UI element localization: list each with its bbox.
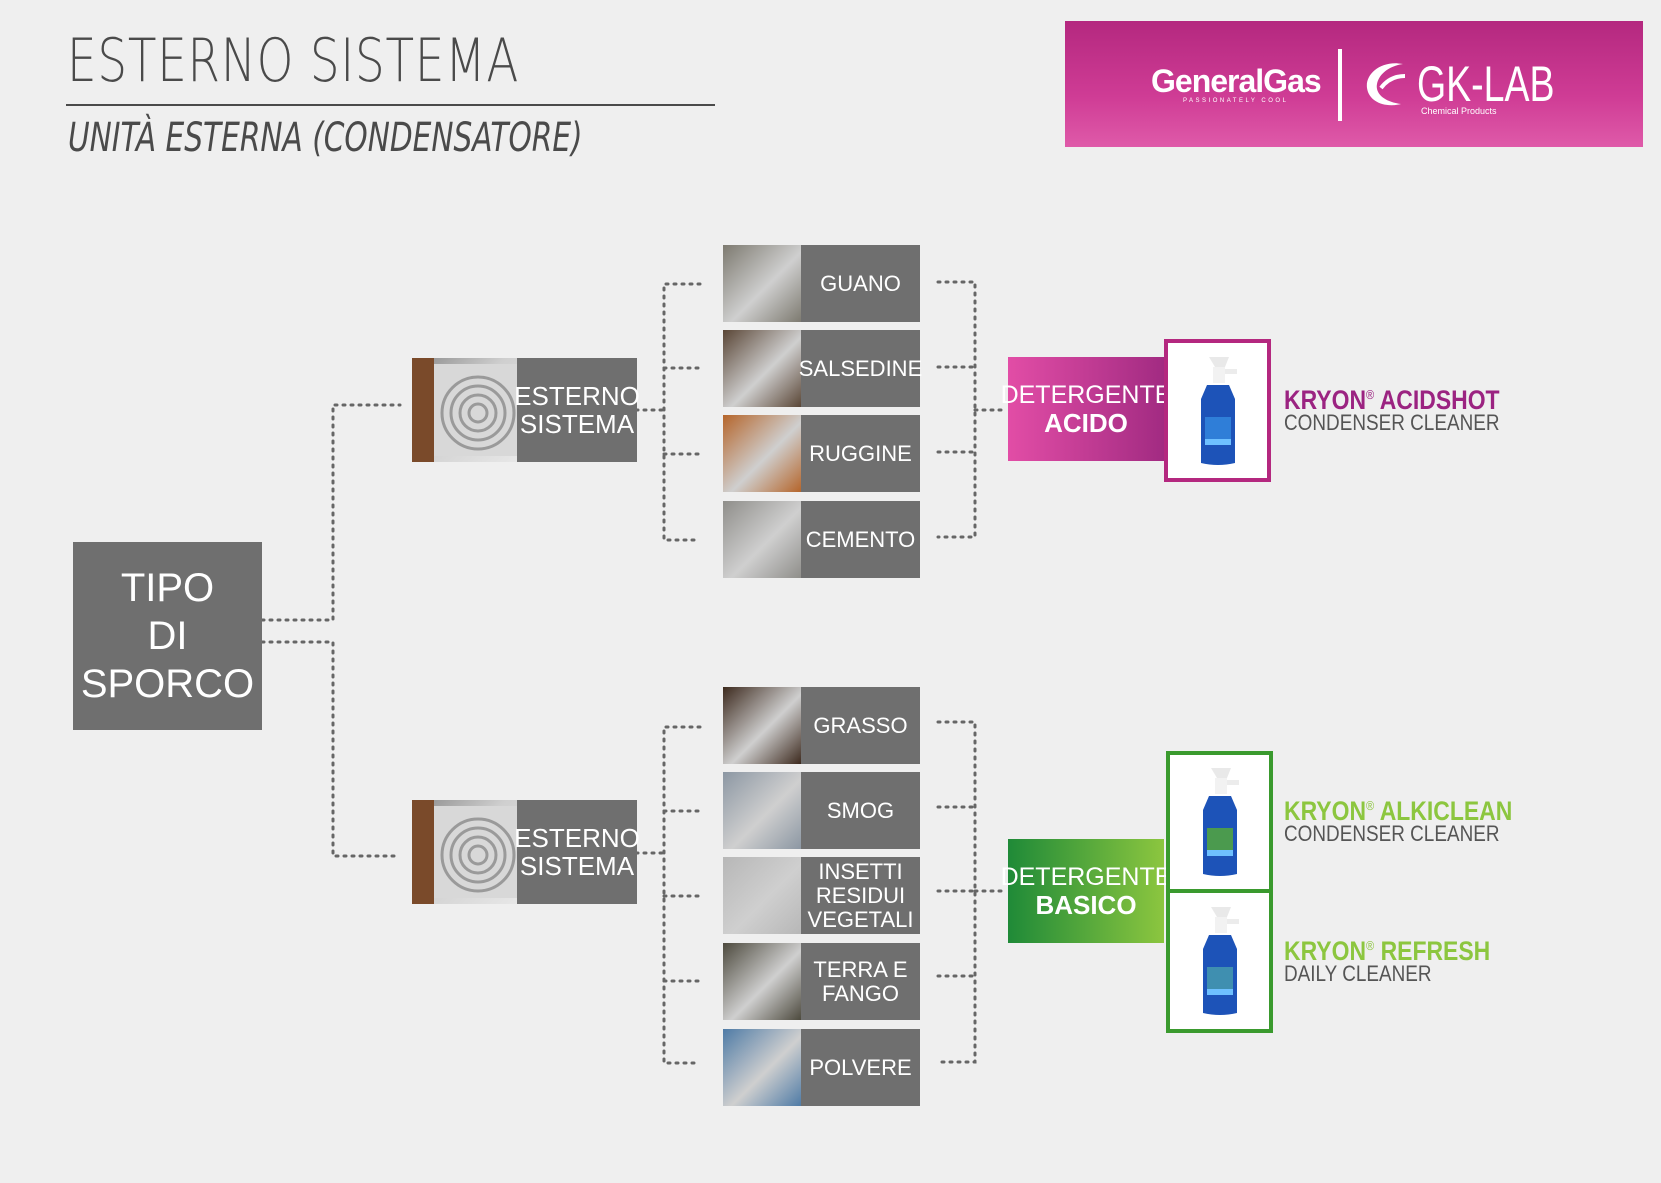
product-refresh: KRYON® REFRESH DAILY CLEANER [1284, 936, 1527, 987]
dirt-item-cemento: CEMENTO [723, 501, 920, 578]
condenser-image [412, 800, 517, 904]
connector-system-bottom-to-dirt [662, 725, 702, 1065]
product-acidshot: KRYON® ACIDSHOT CONDENSER CLEANER [1284, 385, 1538, 436]
dirt-item-smog: SMOG [723, 772, 920, 849]
brand-banner: GeneralGas PASSIONATELY COOL GK-LAB Chem… [1065, 21, 1643, 147]
dirt-label: SALSEDINE [799, 330, 922, 407]
gklab-logo: GK-LAB [1417, 56, 1555, 112]
system-node-top: ESTERNO SISTEMA [412, 358, 640, 462]
system-label: ESTERNO SISTEMA [514, 358, 640, 462]
dirt-item-insetti: INSETTI RESIDUI VEGETALI [723, 857, 920, 934]
page-title: ESTERNO SISTEMA [67, 26, 520, 96]
generalgas-logo: GeneralGas [1151, 63, 1322, 99]
dirt-item-ruggine: RUGGINE [723, 415, 920, 492]
product-refresh-image [1166, 893, 1273, 1033]
dirt-label: GRASSO [801, 687, 920, 764]
brand-separator [1338, 49, 1342, 121]
dirt-label: GUANO [801, 245, 920, 322]
system-label: ESTERNO SISTEMA [514, 800, 640, 904]
detergent-basic: DETERGENTE BASICO [1001, 839, 1171, 943]
gklab-icon [1366, 63, 1406, 106]
product-name: KRYON® ACIDSHOT [1284, 385, 1500, 415]
polvere-thumbnail [723, 1029, 801, 1106]
dirt-label: RUGGINE [801, 415, 920, 492]
grasso-thumbnail [723, 687, 801, 764]
dirt-item-salsedine: SALSEDINE [723, 330, 922, 407]
insetti-thumbnail [723, 857, 801, 934]
title-divider [66, 104, 715, 106]
dirt-item-grasso: GRASSO [723, 687, 920, 764]
detergent-basic-line1: DETERGENTE [1000, 862, 1172, 891]
product-alkiclean: KRYON® ALKICLEAN CONDENSER CLEANER [1284, 796, 1553, 847]
connector-acid-dirt-bracket [936, 280, 977, 539]
product-desc: CONDENSER CLEANER [1284, 410, 1500, 435]
detergent-acid-line2: ACIDO [1044, 407, 1128, 438]
product-name: KRYON® REFRESH [1284, 936, 1491, 966]
spray-bottle-icon [1202, 768, 1239, 876]
spray-bottle-icon [1200, 356, 1237, 465]
dirt-label: POLVERE [801, 1029, 920, 1106]
terra-thumbnail [723, 943, 801, 1020]
page-subtitle: UNITÀ ESTERNA (CONDENSATORE) [68, 115, 583, 161]
product-alkiclean-image [1166, 751, 1273, 893]
connector-root-to-system-bottom [260, 640, 402, 858]
dirt-item-polvere: POLVERE [723, 1029, 920, 1106]
connector-root-to-system-top [260, 403, 402, 622]
detergent-acid: DETERGENTE ACIDO [1001, 357, 1171, 461]
detergent-basic-line2: BASICO [1035, 889, 1137, 920]
dirt-type-root: TIPO DI SPORCO [73, 542, 262, 730]
product-name: KRYON® ALKICLEAN [1284, 796, 1513, 826]
cemento-thumbnail [723, 501, 801, 578]
connector-system-top-to-dirt [662, 282, 702, 542]
dirt-label: CEMENTO [801, 501, 920, 578]
salsedine-thumbnail [723, 330, 801, 407]
spray-bottle-icon [1202, 907, 1239, 1015]
dirt-item-terra: TERRA E FANGO [723, 943, 920, 1020]
smog-thumbnail [723, 772, 801, 849]
guano-thumbnail [723, 245, 801, 322]
product-desc: CONDENSER CLEANER [1284, 821, 1500, 846]
product-desc: DAILY CLEANER [1284, 961, 1432, 986]
system-node-bottom: ESTERNO SISTEMA [412, 800, 640, 904]
generalgas-tagline: PASSIONATELY COOL [1183, 98, 1289, 104]
detergent-acid-line1: DETERGENTE [1000, 380, 1172, 409]
ruggine-thumbnail [723, 415, 801, 492]
dirt-label: SMOG [801, 772, 920, 849]
dirt-label: INSETTI RESIDUI VEGETALI [801, 857, 920, 934]
dirt-label: TERRA E FANGO [801, 943, 920, 1020]
condenser-image [412, 358, 517, 462]
dirt-item-guano: GUANO [723, 245, 920, 322]
product-acidshot-image [1164, 339, 1271, 482]
gklab-subtitle: Chemical Products [1421, 106, 1497, 116]
